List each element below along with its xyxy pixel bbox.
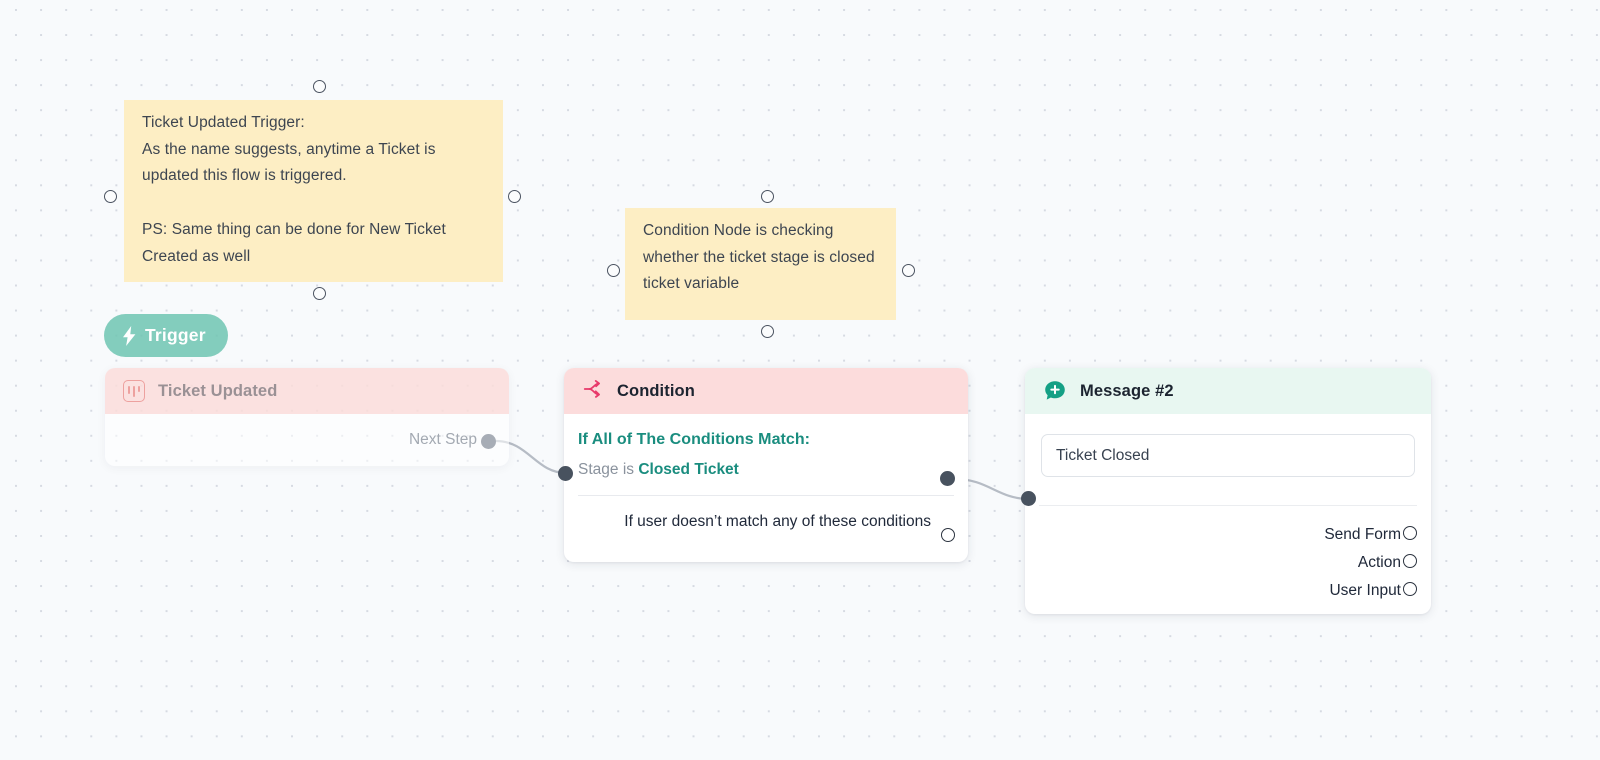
message-options-list: Send Form Action User Input: [1025, 506, 1431, 605]
message-option-action[interactable]: Action: [1025, 549, 1431, 577]
node-ticket-updated[interactable]: Ticket Updated Next Step: [105, 368, 509, 466]
next-step-row[interactable]: Next Step: [105, 414, 509, 466]
condition-else-output-handle[interactable]: [941, 528, 955, 542]
next-step-output-handle[interactable]: [481, 434, 496, 449]
message-text-value: Ticket Closed: [1056, 446, 1150, 464]
sticky-note-condition[interactable]: Condition Node is checking whether the t…: [625, 208, 896, 320]
sticky-note-trigger[interactable]: Ticket Updated Trigger: As the name sugg…: [124, 100, 503, 282]
message-input-handle[interactable]: [1021, 491, 1036, 506]
user-input-output-handle[interactable]: [1403, 582, 1417, 596]
node-message[interactable]: Message #2 Ticket Closed Send Form Actio…: [1025, 368, 1431, 614]
message-title: Message #2: [1080, 381, 1174, 400]
note-handle-bottom[interactable]: [313, 287, 326, 300]
condition-else-label: If user doesn’t match any of these condi…: [624, 513, 931, 530]
note-handle-right[interactable]: [508, 190, 521, 203]
send-form-output-handle[interactable]: [1403, 526, 1417, 540]
condition-true-output-handle[interactable]: [940, 471, 955, 486]
condition-divider: [578, 495, 954, 496]
message-header: Message #2: [1025, 368, 1431, 414]
message-option-send-form[interactable]: Send Form: [1025, 521, 1431, 549]
ticket-updated-title: Ticket Updated: [158, 381, 278, 400]
note2-handle-top[interactable]: [761, 190, 774, 203]
condition-rule-row[interactable]: Stage is Closed Ticket: [564, 449, 968, 495]
node-condition[interactable]: Condition If All of The Conditions Match…: [564, 368, 968, 562]
action-output-handle[interactable]: [1403, 554, 1417, 568]
condition-rule-field: Stage: [578, 461, 619, 478]
condition-header: Condition: [564, 368, 968, 414]
note-handle-left[interactable]: [104, 190, 117, 203]
message-text-input[interactable]: Ticket Closed: [1041, 434, 1415, 477]
note2-handle-right[interactable]: [902, 264, 915, 277]
condition-input-handle[interactable]: [558, 466, 573, 481]
note-handle-top[interactable]: [313, 80, 326, 93]
message-divider: [1039, 505, 1417, 506]
note2-handle-left[interactable]: [607, 264, 620, 277]
message-plus-icon: [1043, 379, 1067, 403]
lightning-bolt-icon: [122, 325, 137, 346]
next-step-label: Next Step: [408, 431, 477, 448]
ticket-updated-header: Ticket Updated: [105, 368, 509, 414]
trigger-badge[interactable]: Trigger: [104, 314, 228, 357]
branch-split-icon: [582, 378, 604, 405]
condition-match-title: If All of The Conditions Match:: [578, 431, 811, 448]
message-option-label: Action: [1357, 554, 1401, 571]
condition-rule-value: Closed Ticket: [638, 461, 739, 478]
note2-handle-bottom[interactable]: [761, 325, 774, 338]
message-option-label: User Input: [1329, 582, 1401, 599]
message-option-user-input[interactable]: User Input: [1025, 577, 1431, 605]
condition-rule-operator: is: [622, 461, 635, 478]
trigger-badge-label: Trigger: [145, 325, 206, 345]
condition-else-row[interactable]: If user doesn’t match any of these condi…: [564, 496, 968, 548]
condition-title: Condition: [617, 381, 695, 400]
message-option-label: Send Form: [1324, 526, 1401, 543]
kanban-board-icon: [123, 380, 145, 402]
